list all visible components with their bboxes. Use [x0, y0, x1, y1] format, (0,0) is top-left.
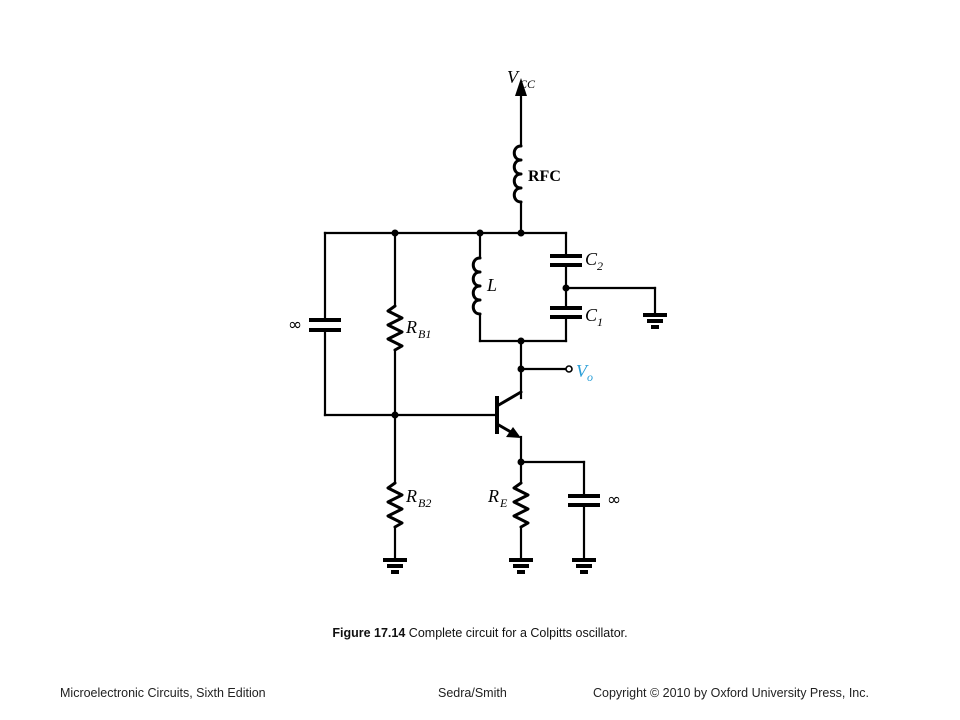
rb1-resistor: [386, 231, 404, 417]
c2-subscript: 2: [597, 259, 603, 273]
rfc-choke: [512, 144, 523, 235]
node-top-rfc: [517, 229, 525, 237]
ground-symbol-bypass: [572, 558, 596, 574]
vo-subscript: o: [587, 370, 593, 384]
ground-symbol-rb2: [383, 558, 407, 574]
inductor-label: L: [486, 275, 497, 295]
figure-caption-text: Complete circuit for a Colpitts oscillat…: [408, 626, 628, 640]
rb2-subscript: B2: [418, 496, 431, 510]
footer-authors: Sedra/Smith: [438, 686, 507, 700]
output-terminal: [565, 365, 573, 373]
tank-inductor: [471, 231, 482, 343]
infinity-label-right: ∞: [607, 490, 621, 510]
c2-label: C: [585, 249, 598, 269]
vcc-supply-arrow: [515, 78, 527, 148]
ground-symbol-re: [509, 558, 533, 574]
vcc-label: V: [507, 67, 520, 87]
figure-caption: Figure 17.14 Complete circuit for a Colp…: [0, 626, 960, 640]
vcc-subscript: CC: [519, 77, 536, 91]
emitter-bypass-capacitor: [568, 460, 600, 560]
figure-number: Figure 17.14: [332, 626, 406, 640]
rb1-label: R: [405, 317, 417, 337]
rfc-label: RFC: [528, 168, 561, 185]
re-resistor: [512, 481, 530, 560]
base-coupling-capacitor: [309, 231, 341, 417]
c1-subscript: 1: [597, 315, 603, 329]
c1-label: C: [585, 305, 598, 325]
re-subscript: E: [499, 496, 508, 510]
rb2-resistor: [386, 413, 404, 560]
vo-label: V: [576, 361, 589, 381]
rb1-subscript: B1: [418, 327, 431, 341]
npn-transistor: [495, 390, 523, 438]
ground-symbol-tank: [643, 313, 667, 329]
c2-capacitor: [550, 231, 582, 309]
footer-copyright: Copyright © 2010 by Oxford University Pr…: [593, 686, 869, 700]
footer-book-title: Microelectronic Circuits, Sixth Edition: [60, 686, 266, 700]
c1-capacitor: [550, 306, 582, 343]
infinity-label-left: ∞: [288, 315, 302, 335]
rb2-label: R: [405, 486, 417, 506]
re-label: R: [487, 486, 499, 506]
